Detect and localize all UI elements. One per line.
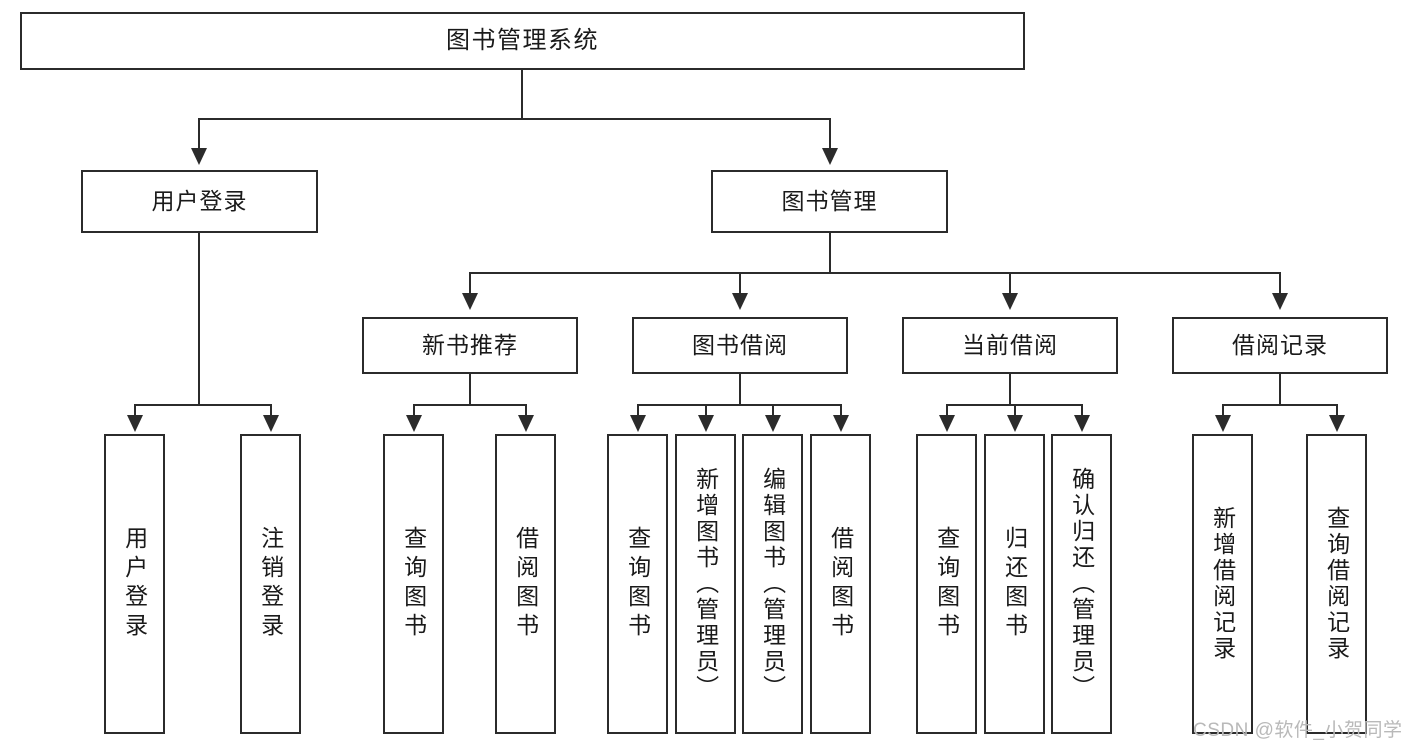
node-label: 归还图书 — [1001, 526, 1028, 642]
node-label: 确认归还（管理员） — [1068, 467, 1095, 701]
node-label: 图书借阅 — [692, 331, 788, 358]
leaf-book-borrow-2[interactable]: 新增图书（管理员） — [675, 434, 736, 734]
node-label: 编辑图书（管理员） — [759, 467, 786, 701]
node-user-login[interactable]: 用户登录 — [81, 170, 318, 233]
arrowhead-borrow-record-leaf-1 — [1215, 415, 1231, 432]
node-borrow-record[interactable]: 借阅记录 — [1172, 317, 1388, 374]
node-label: 新书推荐 — [422, 331, 518, 358]
connector-current-borrow-trunk — [1009, 374, 1011, 405]
connector-new-book-recommend-bus — [413, 404, 527, 406]
arrowhead-current-borrow — [1002, 293, 1018, 310]
node-label: 新增借阅记录 — [1209, 506, 1236, 662]
connector-root-to-user-login — [198, 118, 200, 148]
arrowhead-book-borrow — [732, 293, 748, 310]
csdn-watermark: CSDN @软件_小贺同学 — [1193, 720, 1403, 741]
arrowhead-book-borrow-leaf-3 — [765, 415, 781, 432]
node-label: 查询借阅记录 — [1323, 506, 1350, 662]
connector-new-book-recommend-trunk — [469, 374, 471, 405]
leaf-current-borrow-1[interactable]: 查询图书 — [916, 434, 977, 734]
connector-book-borrow-leaf-2 — [705, 404, 707, 417]
connector-user-login-trunk — [198, 233, 200, 405]
node-book-borrow[interactable]: 图书借阅 — [632, 317, 848, 374]
arrowhead-book-borrow-leaf-4 — [833, 415, 849, 432]
leaf-current-borrow-3[interactable]: 确认归还（管理员） — [1051, 434, 1112, 734]
connector-book-manage-child-3 — [1009, 272, 1011, 294]
leaf-book-borrow-3[interactable]: 编辑图书（管理员） — [742, 434, 803, 734]
arrowhead-new-book-recommend-leaf-2 — [518, 415, 534, 432]
connector-new-book-recommend-leaf-2 — [525, 404, 527, 417]
leaf-new-book-recommend-1[interactable]: 查询图书 — [383, 434, 444, 734]
connector-new-book-recommend-leaf-1 — [413, 404, 415, 417]
leaf-book-borrow-4[interactable]: 借阅图书 — [810, 434, 871, 734]
leaf-new-book-recommend-2[interactable]: 借阅图书 — [495, 434, 556, 734]
node-label: 用户登录 — [121, 526, 148, 642]
arrowhead-user-login — [191, 148, 207, 165]
connector-book-manage-child-1 — [469, 272, 471, 294]
connector-user-login-leaf-1 — [134, 404, 136, 417]
arrowhead-user-login-leaf-1 — [127, 415, 143, 432]
connector-user-login-leaf-2 — [270, 404, 272, 417]
node-current-borrow[interactable]: 当前借阅 — [902, 317, 1118, 374]
connector-current-borrow-leaf-1 — [946, 404, 948, 417]
arrowhead-book-borrow-leaf-2 — [698, 415, 714, 432]
node-book-manage[interactable]: 图书管理 — [711, 170, 948, 233]
connector-root-to-book-manage — [829, 118, 831, 148]
connector-book-borrow-leaf-1 — [637, 404, 639, 417]
arrowhead-new-book-recommend-leaf-1 — [406, 415, 422, 432]
arrowhead-current-borrow-leaf-1 — [939, 415, 955, 432]
connector-book-manage-child-2 — [739, 272, 741, 294]
arrowhead-current-borrow-leaf-3 — [1074, 415, 1090, 432]
arrowhead-current-borrow-leaf-2 — [1007, 415, 1023, 432]
connector-borrow-record-leaf-2 — [1336, 404, 1338, 417]
node-new-book-recommend[interactable]: 新书推荐 — [362, 317, 578, 374]
connector-root-trunk — [521, 70, 523, 118]
connector-user-login-bus — [134, 404, 271, 406]
connector-root-bus — [198, 118, 831, 120]
arrowhead-user-login-leaf-2 — [263, 415, 279, 432]
connector-current-borrow-leaf-3 — [1081, 404, 1083, 417]
connector-book-manage-child-4 — [1279, 272, 1281, 294]
node-label: 借阅图书 — [827, 526, 854, 642]
connector-borrow-record-bus — [1222, 404, 1338, 406]
node-label: 注销登录 — [257, 526, 284, 642]
node-label: 查询图书 — [400, 526, 427, 642]
connector-book-borrow-leaf-3 — [772, 404, 774, 417]
connector-book-manage-bus — [469, 272, 1281, 274]
arrowhead-borrow-record — [1272, 293, 1288, 310]
node-label: 借阅图书 — [512, 526, 539, 642]
leaf-user-login-1[interactable]: 用户登录 — [104, 434, 165, 734]
node-root-system[interactable]: 图书管理系统 — [20, 12, 1025, 70]
connector-book-borrow-leaf-4 — [840, 404, 842, 417]
arrowhead-book-manage — [822, 148, 838, 165]
leaf-borrow-record-1[interactable]: 新增借阅记录 — [1192, 434, 1253, 734]
node-label: 用户登录 — [151, 187, 248, 214]
leaf-borrow-record-2[interactable]: 查询借阅记录 — [1306, 434, 1367, 734]
leaf-user-login-2[interactable]: 注销登录 — [240, 434, 301, 734]
node-label: 当前借阅 — [962, 331, 1058, 358]
connector-borrow-record-leaf-1 — [1222, 404, 1224, 417]
node-label: 图书管理 — [781, 187, 878, 214]
arrowhead-book-borrow-leaf-1 — [630, 415, 646, 432]
node-label: 图书管理系统 — [446, 26, 599, 54]
node-label: 借阅记录 — [1232, 331, 1328, 358]
node-label: 查询图书 — [933, 526, 960, 642]
connector-borrow-record-trunk — [1279, 374, 1281, 405]
node-label: 新增图书（管理员） — [692, 467, 719, 701]
connector-current-borrow-leaf-2 — [1014, 404, 1016, 417]
connector-book-borrow-bus — [637, 404, 842, 406]
leaf-book-borrow-1[interactable]: 查询图书 — [607, 434, 668, 734]
node-label: 查询图书 — [624, 526, 651, 642]
connector-book-manage-trunk — [829, 233, 831, 273]
connector-book-borrow-trunk — [739, 374, 741, 405]
arrowhead-borrow-record-leaf-2 — [1329, 415, 1345, 432]
leaf-current-borrow-2[interactable]: 归还图书 — [984, 434, 1045, 734]
arrowhead-new-book-recommend — [462, 293, 478, 310]
